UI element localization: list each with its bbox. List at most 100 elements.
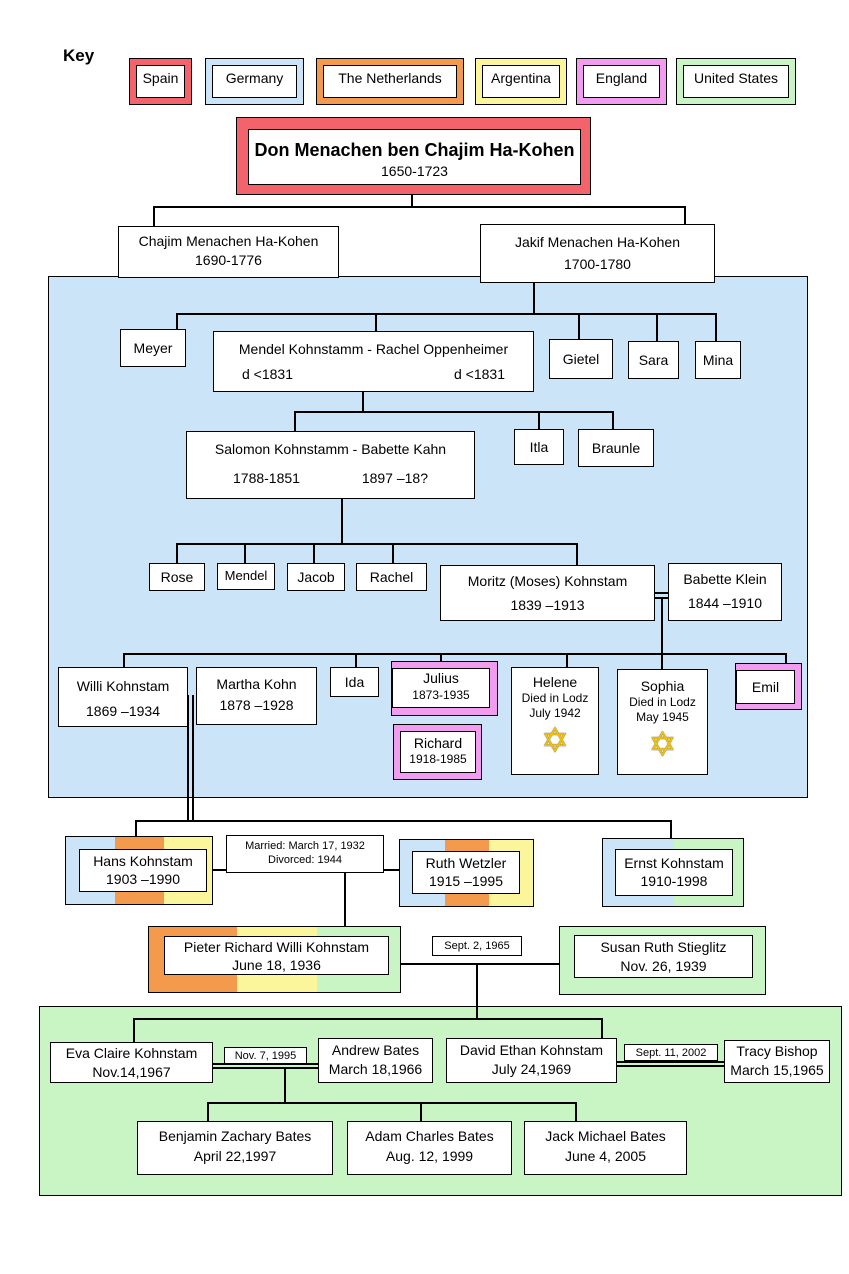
person-ruth-frame: Ruth Wetzler 1915 –1995	[399, 839, 534, 907]
person-ruth[interactable]: Ruth Wetzler 1915 –1995	[412, 851, 520, 894]
legend-label-argentina: Argentina	[482, 65, 560, 98]
connector-line	[656, 313, 658, 341]
person-note: May 1945	[636, 710, 689, 725]
marriage-pieter-susan: Sept. 2, 1965	[432, 936, 522, 956]
person-andrew[interactable]: Andrew Bates March 18,1966	[318, 1038, 433, 1083]
person-name: Hans Kohnstam	[93, 853, 193, 869]
connector-line	[123, 653, 787, 655]
person-martha[interactable]: Martha Kohn 1878 –1928	[196, 667, 317, 725]
connector-line	[176, 313, 178, 329]
marriage-date: Sept. 11, 2002	[635, 1047, 707, 1059]
person-adam[interactable]: Adam Charles Bates Aug. 12, 1999	[347, 1121, 512, 1175]
person-name: Salomon Kohnstamm - Babette Kahn	[214, 441, 447, 457]
connector-line	[153, 206, 686, 208]
marriage-david-tracy: Sept. 11, 2002	[624, 1044, 718, 1061]
person-name: Moritz (Moses) Kohnstam	[467, 573, 628, 589]
person-eva[interactable]: Eva Claire Kohnstam Nov.14,1967	[50, 1042, 213, 1083]
key-title: Key	[63, 46, 95, 65]
person-rose[interactable]: Rose	[149, 563, 205, 591]
connector-line	[400, 963, 560, 965]
person-braunle[interactable]: Braunle	[578, 429, 654, 467]
connector-line	[684, 206, 686, 226]
person-benjamin[interactable]: Benjamin Zachary Bates April 22,1997	[137, 1121, 333, 1175]
person-rachel[interactable]: Rachel	[356, 563, 427, 591]
connector-line	[244, 543, 246, 563]
connector-line	[135, 820, 672, 822]
connector-line	[187, 695, 189, 820]
person-itla[interactable]: Itla	[514, 429, 564, 465]
person-mina[interactable]: Mina	[695, 341, 741, 379]
person-gietel[interactable]: Gietel	[549, 339, 613, 379]
marriage-date: Sept. 2, 1965	[444, 940, 510, 952]
person-name: Rose	[160, 569, 194, 585]
connector-line	[661, 597, 663, 655]
person-dates: Aug. 12, 1999	[385, 1147, 474, 1164]
person-dates: 1873-1935	[412, 687, 470, 702]
person-moritz[interactable]: Moritz (Moses) Kohnstam 1839 –1913	[440, 565, 655, 621]
person-salomon-babette[interactable]: Salomon Kohnstamm - Babette Kahn 1788-18…	[186, 431, 475, 499]
person-mendel-rachel[interactable]: Mendel Kohnstamm - Rachel Oppenheimer d …	[213, 331, 534, 392]
person-sophia[interactable]: Sophia Died in Lodz May 1945 ✡	[617, 669, 708, 775]
connector-line	[341, 498, 343, 544]
connector-line	[785, 653, 787, 665]
connector-line	[661, 653, 663, 669]
person-richard-frame: Richard 1918-1985	[393, 724, 482, 780]
legend-label-england: England	[583, 65, 660, 98]
person-ida[interactable]: Ida	[330, 667, 379, 697]
person-name: Helene	[532, 674, 578, 690]
person-emil-frame: Emil	[735, 663, 802, 710]
connector-line	[392, 543, 394, 563]
person-mendel[interactable]: Mendel	[217, 563, 275, 590]
connector-line	[411, 194, 413, 208]
connector-line	[617, 1065, 725, 1067]
person-name: Sophia	[640, 678, 685, 694]
person-helene[interactable]: Helene Died in Lodz July 1942 ✡	[511, 667, 599, 775]
person-dates: June 18, 1936	[232, 957, 321, 974]
person-jacob[interactable]: Jacob	[287, 563, 345, 591]
person-richard[interactable]: Richard 1918-1985	[400, 731, 476, 773]
connector-line	[344, 869, 346, 927]
person-meyer[interactable]: Meyer	[120, 329, 186, 367]
connector-line	[420, 1102, 422, 1122]
person-willi[interactable]: Willi Kohnstam 1869 –1934	[58, 667, 188, 727]
person-emil[interactable]: Emil	[736, 670, 795, 704]
person-ernst[interactable]: Ernst Kohnstam 1910-1998	[615, 849, 733, 896]
person-note: July 1942	[529, 706, 581, 721]
person-don-frame: Don Menachen ben Chajim Ha-Kohen 1650-17…	[236, 117, 591, 195]
connector-line	[176, 543, 178, 563]
person-dates: April 22,1997	[193, 1147, 277, 1164]
person-date-2: d <1831	[454, 365, 505, 382]
person-david[interactable]: David Ethan Kohnstam July 24,1969	[446, 1038, 617, 1083]
person-don[interactable]: Don Menachen ben Chajim Ha-Kohen 1650-17…	[248, 129, 581, 185]
person-dates: July 24,1969	[491, 1060, 572, 1077]
person-name: Jakif Menachen Ha-Kohen	[515, 234, 680, 250]
person-date-1: d <1831	[242, 365, 293, 382]
person-babette-klein[interactable]: Babette Klein 1844 –1910	[668, 563, 782, 621]
person-name: Chajim Menachen Ha-Kohen	[138, 233, 319, 249]
person-hans[interactable]: Hans Kohnstam 1903 –1990	[79, 849, 207, 892]
person-name: Martha Kohn	[216, 676, 297, 692]
person-name: Richard	[413, 735, 463, 751]
person-susan[interactable]: Susan Ruth Stieglitz Nov. 26, 1939	[574, 935, 753, 978]
person-name: Ruth Wetzler	[425, 855, 507, 871]
connector-line	[362, 391, 364, 413]
person-chajim[interactable]: Chajim Menachen Ha-Kohen 1690-1776	[118, 226, 339, 278]
person-sara[interactable]: Sara	[628, 341, 679, 379]
person-julius[interactable]: Julius 1873-1935	[392, 668, 490, 708]
person-dates: June 4, 2005	[565, 1147, 646, 1164]
person-pieter-frame: Pieter Richard Willi Kohnstam June 18, 1…	[148, 926, 401, 993]
person-name: Pieter Richard Willi Kohnstam	[183, 939, 370, 955]
person-name: Don Menachen ben Chajim Ha-Kohen	[254, 140, 575, 160]
person-hans-frame: Hans Kohnstam 1903 –1990	[65, 836, 213, 905]
legend-label-netherlands: The Netherlands	[323, 65, 457, 98]
person-jakif[interactable]: Jakif Menachen Ha-Kohen 1700-1780	[480, 224, 715, 283]
person-julius-frame: Julius 1873-1935	[391, 661, 498, 716]
person-pieter[interactable]: Pieter Richard Willi Kohnstam June 18, 1…	[164, 936, 389, 975]
connector-line	[207, 1102, 577, 1104]
person-dates: 1910-1998	[640, 873, 708, 890]
person-dates: 1650-1723	[381, 163, 448, 180]
person-name: Julius	[423, 670, 459, 686]
marriage-date: Married: March 17, 1932	[245, 840, 365, 852]
person-tracy[interactable]: Tracy Bishop March 15,1965	[724, 1040, 830, 1083]
person-jack[interactable]: Jack Michael Bates June 4, 2005	[524, 1121, 687, 1175]
